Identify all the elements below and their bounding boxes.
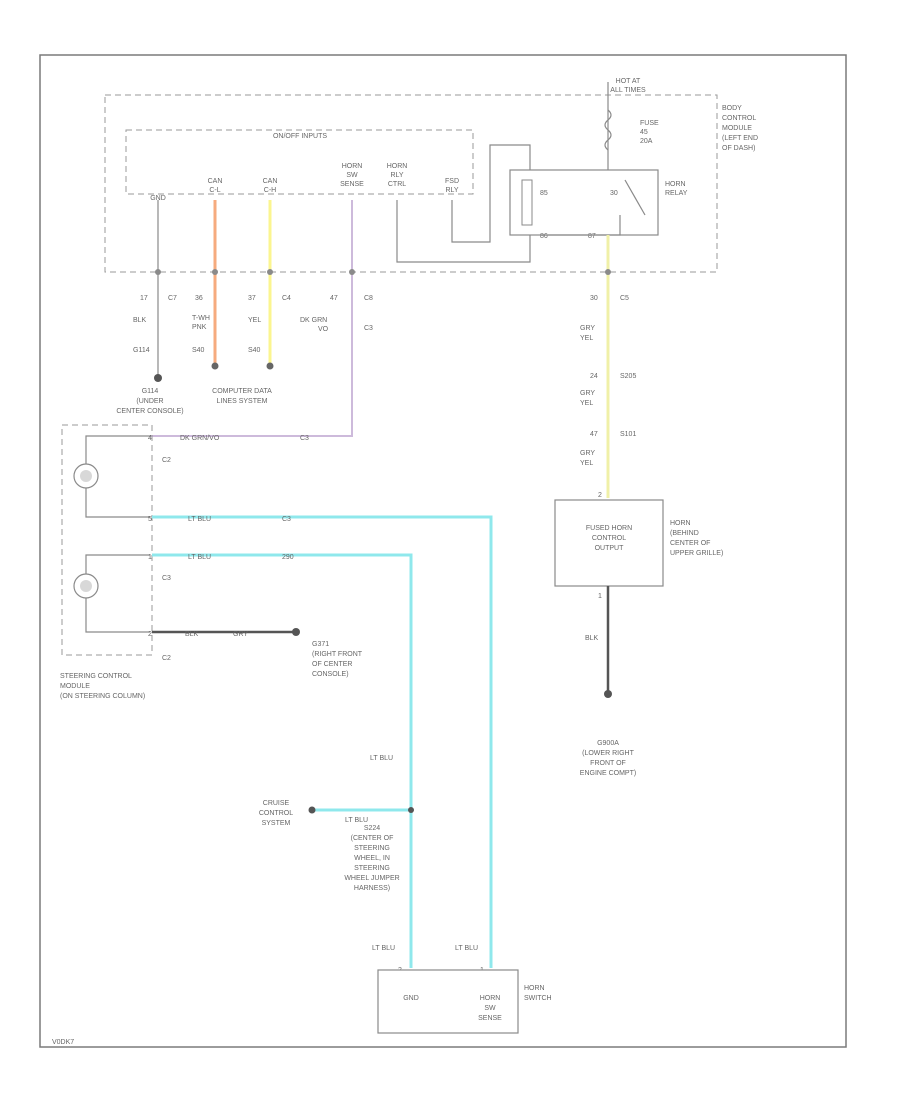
- wire-lt-blu-sw2: LT BLU: [455, 945, 478, 952]
- horn-relay-box: [509, 169, 659, 236]
- pin-37: 37: [248, 295, 256, 302]
- scm-pin-5: 5: [148, 516, 152, 523]
- pin-47: 47: [330, 295, 338, 302]
- relay-30-label: 30: [610, 190, 618, 197]
- splice-g114: G114: [133, 347, 150, 354]
- horn-box: [554, 499, 664, 587]
- wire-blk-1: BLK: [133, 317, 147, 324]
- pin-24: 24: [590, 373, 598, 380]
- pin-30: 30: [590, 295, 598, 302]
- pin-36: 36: [195, 295, 203, 302]
- wire-yel: YEL: [248, 317, 261, 324]
- wire-lt-blu-sw1: LT BLU: [372, 945, 395, 952]
- wire-lt-blu-1: LT BLU: [188, 516, 211, 523]
- wire-blk-gry-1: BLK: [185, 631, 199, 638]
- conn-c5: C5: [620, 295, 629, 302]
- relay-85-label: 85: [540, 190, 548, 197]
- wire-blk-gry-2: GRY: [233, 631, 248, 638]
- wire-c3-label: C3: [300, 435, 309, 442]
- splice-s40-1: S40: [192, 347, 205, 354]
- conn-c4-1: C4: [282, 295, 291, 302]
- conn-c3: C3: [162, 575, 171, 582]
- wire-blk-horn: BLK: [585, 635, 599, 642]
- conn-c7: C7: [168, 295, 177, 302]
- wire-lt-blu-h: LT BLU: [345, 817, 368, 824]
- relay-86-label: 86: [540, 233, 548, 240]
- pin-17: 17: [140, 295, 148, 302]
- conn-c2b: C2: [162, 655, 171, 662]
- scm-pin-2: 2: [148, 631, 152, 638]
- wire-290: 290: [282, 554, 294, 561]
- wire-lt-blu-c3: C3: [282, 516, 291, 523]
- splice-s205: S205: [620, 373, 636, 380]
- scm-box: [61, 424, 153, 656]
- splice-s40-2: S40: [248, 347, 261, 354]
- on-off-inputs-label: ON/OFF INPUTS: [273, 133, 327, 140]
- splice-s101: S101: [620, 431, 636, 438]
- conn-c2: C2: [162, 457, 171, 464]
- conn-c8: C8: [364, 295, 373, 302]
- on-off-inputs-box: [125, 129, 474, 195]
- footer-code: V0DK7: [52, 1039, 74, 1046]
- relay-87-label: 87: [588, 233, 596, 240]
- conn-c3-top: C3: [364, 325, 373, 332]
- scm-pin-1: 1: [148, 554, 152, 561]
- wire-lt-blu-vert: LT BLU: [370, 755, 393, 762]
- horn-switch-box: [377, 969, 519, 1034]
- scm-pin-4: 4: [148, 435, 152, 442]
- wire-lt-blu-2: LT BLU: [188, 554, 211, 561]
- bcm-gnd-label: GND: [150, 195, 166, 202]
- wire-dk-grn-c: DK GRN/VO: [180, 435, 220, 442]
- horn-pin-2: 2: [598, 492, 602, 499]
- bcm-box: [104, 94, 718, 273]
- horn-pin-1: 1: [598, 593, 602, 600]
- horn-switch-gnd: GND: [403, 995, 419, 1002]
- pin-47b: 47: [590, 431, 598, 438]
- diagram-frame: [39, 54, 847, 1048]
